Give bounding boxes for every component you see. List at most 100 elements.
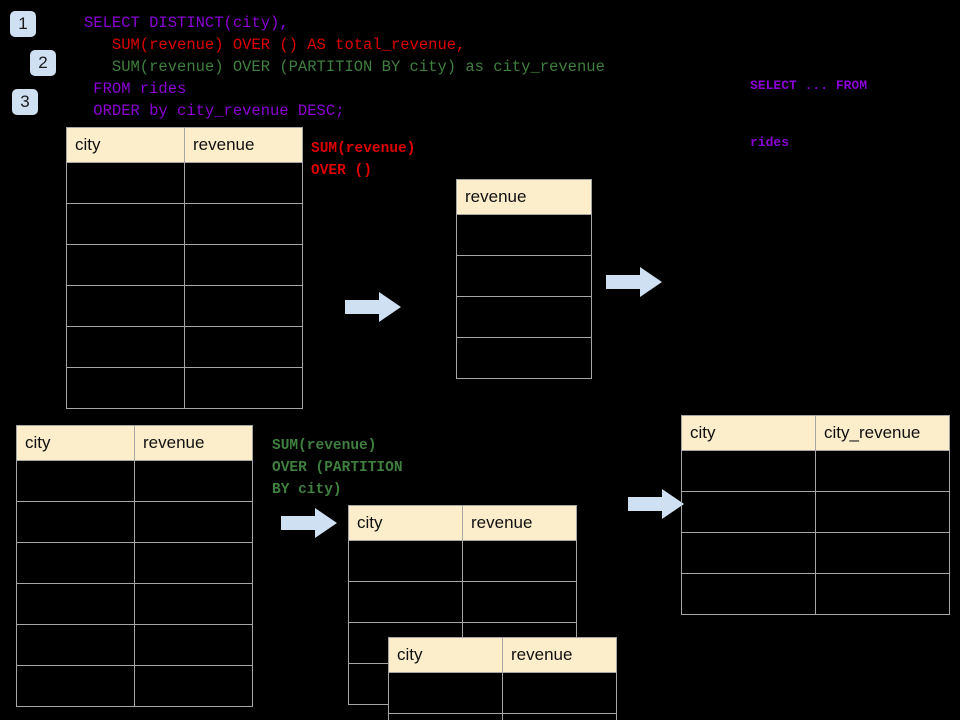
table-row (681, 450, 950, 492)
table-cell (134, 665, 253, 707)
table-row (16, 542, 253, 584)
table-cell (681, 491, 816, 533)
table-cell (681, 532, 816, 574)
table-cell (815, 450, 950, 492)
table-cell (184, 162, 303, 204)
sql-line-5: ORDER by city_revenue DESC; (84, 102, 345, 120)
table-row (16, 583, 253, 625)
table-row (388, 713, 617, 720)
table-cell (66, 244, 185, 286)
table-cell (134, 583, 253, 625)
sql-line-3: SUM(revenue) OVER (PARTITION BY city) as… (84, 58, 605, 76)
table-cell (66, 162, 185, 204)
table-row (16, 624, 253, 666)
table-cell (681, 450, 816, 492)
column-header-city: city (388, 637, 503, 673)
table-row (681, 532, 950, 574)
table-row (681, 491, 950, 533)
table-cell (16, 665, 135, 707)
step-badge-2: 2 (30, 50, 56, 76)
table-cell (184, 244, 303, 286)
table-row (66, 244, 303, 286)
column-header-revenue: revenue (456, 179, 592, 215)
table-row (66, 326, 303, 368)
caption-over-empty: SUM(revenue) OVER () (311, 141, 416, 179)
table-cell (456, 255, 592, 297)
table-cell (16, 624, 135, 666)
column-header-city: city (16, 425, 135, 461)
select-from-rides-label: SELECT ... FROM rides (750, 38, 867, 190)
column-header-city: city (681, 415, 816, 451)
column-header-revenue: revenue (502, 637, 617, 673)
select-from-rides-line2: rides (750, 135, 790, 150)
table-cell (184, 203, 303, 245)
select-from-rides-line1: SELECT ... FROM (750, 78, 868, 93)
caption-partition-by-city: SUM(revenue) OVER (PARTITION BY city) (272, 438, 403, 498)
table-row (66, 367, 303, 409)
table-cell (456, 337, 592, 379)
table-cell (388, 672, 503, 714)
table-row (456, 337, 592, 379)
table-cell (66, 203, 185, 245)
table-cell (456, 214, 592, 256)
table-cell (502, 672, 617, 714)
table-row (16, 501, 253, 543)
sql-line-4: FROM rides (84, 80, 187, 98)
table-cell (16, 460, 135, 502)
table-row (456, 296, 592, 338)
table-cell (134, 501, 253, 543)
sql-query-block: SELECT DISTINCT(city), SUM(revenue) OVER… (84, 12, 605, 122)
table-cell (134, 624, 253, 666)
table-row (456, 214, 592, 256)
table-cell (66, 285, 185, 327)
table-cell (815, 573, 950, 615)
table-cell (502, 713, 617, 720)
table-header-row: revenue (456, 179, 592, 215)
table-cell (16, 583, 135, 625)
column-header-revenue: revenue (134, 425, 253, 461)
step-badge-3: 3 (12, 89, 38, 115)
table-cell (815, 532, 950, 574)
sql-line-1: SELECT DISTINCT(city), (84, 14, 289, 32)
step-badge-1: 1 (10, 11, 36, 37)
table-row (66, 285, 303, 327)
table-row (681, 573, 950, 615)
table-cell (16, 501, 135, 543)
table-row (16, 665, 253, 707)
table-cell (184, 285, 303, 327)
table-cell (388, 713, 503, 720)
table-cell (184, 367, 303, 409)
table-cell (815, 491, 950, 533)
table-cell (134, 542, 253, 584)
table-cell (184, 326, 303, 368)
column-header-revenue: revenue (462, 505, 577, 541)
column-header-city: city (66, 127, 185, 163)
table-row (456, 255, 592, 297)
sql-line-2: SUM(revenue) OVER () AS total_revenue, (84, 36, 466, 54)
table-cell (66, 367, 185, 409)
table-row (66, 162, 303, 204)
table-cell (456, 296, 592, 338)
table-cell (462, 581, 577, 623)
arrow-total-to-result (606, 265, 662, 299)
total-revenue-table: revenue (456, 179, 592, 379)
column-header-city: city (348, 505, 463, 541)
table-cell (348, 581, 463, 623)
table-row (348, 581, 577, 623)
table-cell (348, 540, 463, 582)
table-row (388, 672, 617, 714)
table-row (66, 203, 303, 245)
table-cell (462, 540, 577, 582)
table-cell (134, 460, 253, 502)
column-header-revenue: revenue (184, 127, 303, 163)
